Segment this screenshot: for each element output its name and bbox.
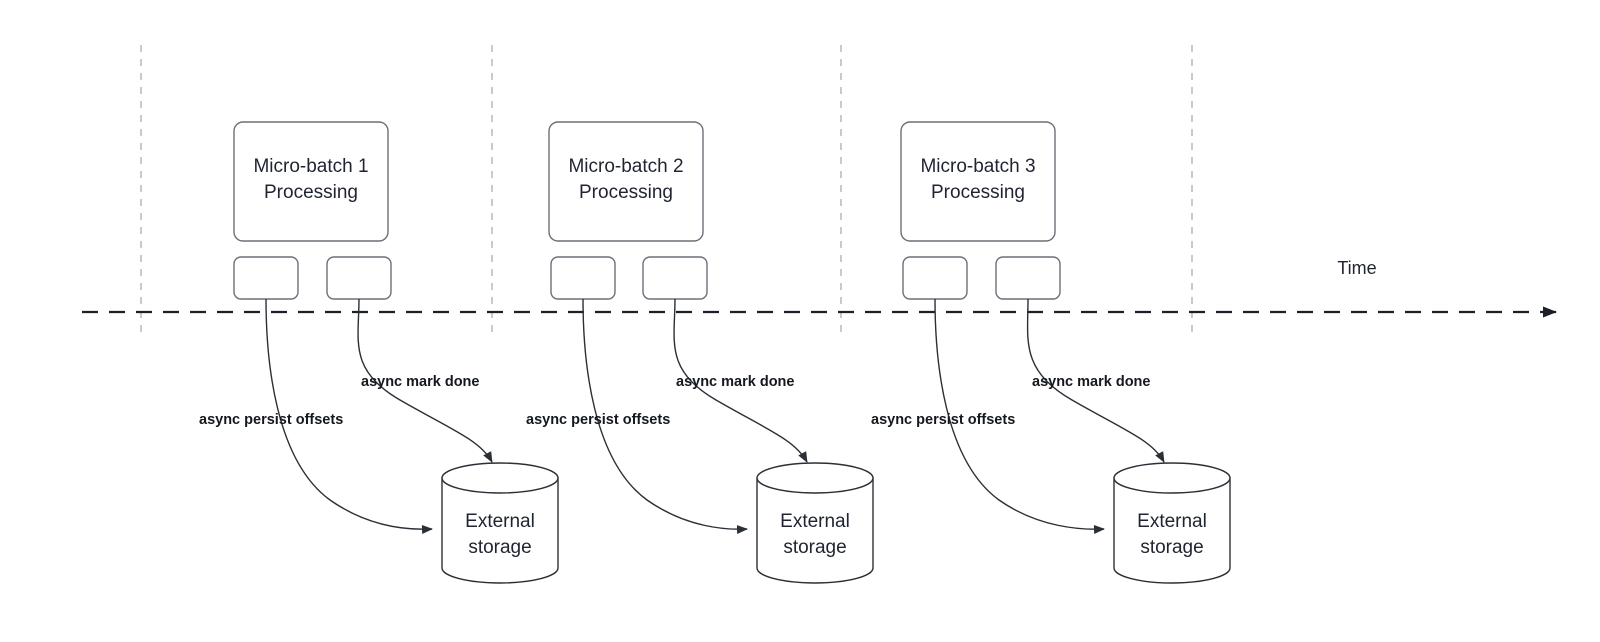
connector-mark-done-3	[1026, 298, 1165, 463]
edge-label-persist-offsets-3: async persist offsets	[871, 412, 1015, 428]
edge-label-persist-offsets-1: async persist offsets	[199, 412, 343, 428]
micro-batch-2-label-line1: Micro-batch 2	[568, 156, 683, 177]
micro-batch-1-label-line1: Micro-batch 1	[253, 156, 368, 177]
edge-label-mark-done-2: async mark done	[676, 374, 794, 390]
micro-batch-1-task-box-2[interactable]	[326, 256, 392, 300]
external-storage-2-label-line2: storage	[783, 537, 846, 558]
time-axis: Time	[82, 258, 1557, 318]
micro-batch-1-label-line2: Processing	[264, 182, 358, 203]
edge-label-persist-offsets-2: async persist offsets	[526, 412, 670, 428]
external-storage-1-label-line1: External	[465, 511, 535, 532]
group-3: Micro-batch 3 Processing External storag…	[871, 121, 1231, 584]
connector-persist-offsets-3	[934, 298, 1105, 534]
connector-persist-offsets-2	[582, 298, 748, 534]
external-storage-3-label-line2: storage	[1140, 537, 1203, 558]
micro-batch-2-label-line2: Processing	[579, 182, 673, 203]
external-storage-2[interactable]: External storage	[756, 462, 874, 584]
micro-batch-2-task-box-2[interactable]	[642, 256, 708, 300]
timeline-tick-marks	[140, 45, 1193, 338]
time-axis-label: Time	[1337, 258, 1376, 278]
micro-batch-2-task-box-1[interactable]	[550, 256, 616, 300]
micro-batch-3-box[interactable]	[900, 121, 1056, 242]
group-2: Micro-batch 2 Processing External storag…	[526, 121, 874, 584]
group-1: Micro-batch 1 Processing External storag…	[199, 121, 559, 584]
external-storage-1-label-line2: storage	[468, 537, 531, 558]
connector-mark-done-2	[673, 298, 808, 463]
edge-label-mark-done-3: async mark done	[1032, 374, 1150, 390]
micro-batch-3-label-line2: Processing	[931, 182, 1025, 203]
micro-batch-1-task-box-1[interactable]	[233, 256, 299, 300]
connector-mark-done-1	[357, 298, 493, 463]
external-storage-1[interactable]: External storage	[441, 462, 559, 584]
external-storage-3-label-line1: External	[1137, 511, 1207, 532]
edge-label-mark-done-1: async mark done	[361, 374, 479, 390]
micro-batch-3-label-line1: Micro-batch 3	[920, 156, 1035, 177]
external-storage-3[interactable]: External storage	[1113, 462, 1231, 584]
micro-batch-1-box[interactable]	[233, 121, 389, 242]
micro-batch-3-task-box-2[interactable]	[995, 256, 1061, 300]
micro-batch-3-task-box-1[interactable]	[902, 256, 968, 300]
micro-batch-2-box[interactable]	[548, 121, 704, 242]
external-storage-2-label-line1: External	[780, 511, 850, 532]
connector-persist-offsets-1	[265, 298, 433, 534]
